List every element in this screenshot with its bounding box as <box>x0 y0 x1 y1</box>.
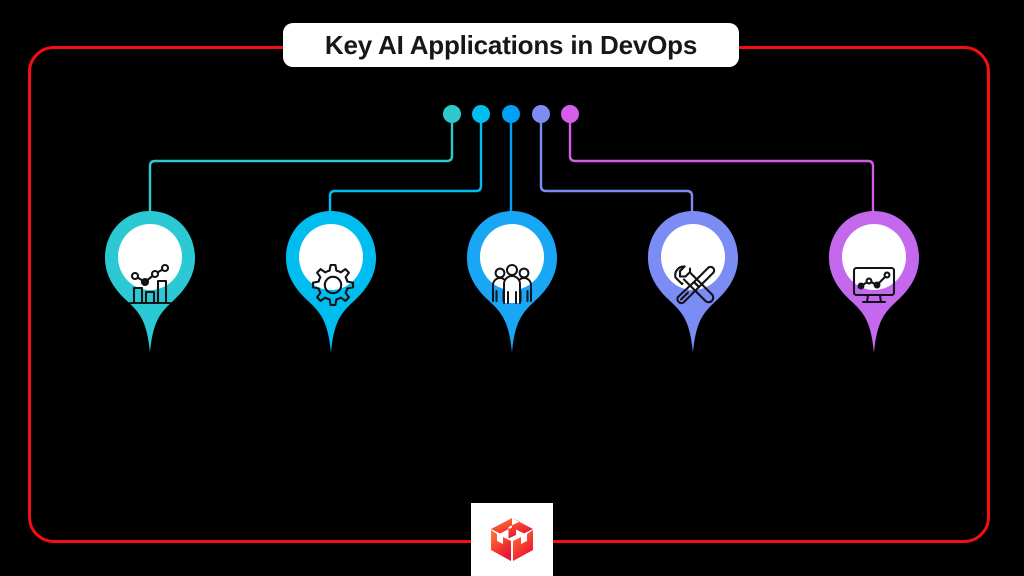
map-pin-node-3[interactable] <box>462 208 562 353</box>
title-banner: Key AI Applications in DevOps <box>283 23 739 67</box>
monitor-analytics-icon <box>848 259 900 311</box>
logo-plate <box>471 503 553 576</box>
gear-icon <box>305 259 357 311</box>
bar-chart-trend-icon <box>124 259 176 311</box>
map-pin-node-1[interactable] <box>100 208 200 353</box>
map-pin-node-2[interactable] <box>281 208 381 353</box>
map-pin-node-4[interactable] <box>643 208 743 353</box>
people-group-icon <box>486 259 538 311</box>
page-title: Key AI Applications in DevOps <box>324 29 698 60</box>
map-pin-node-5[interactable] <box>824 208 924 353</box>
wrench-screwdriver-icon <box>667 259 719 311</box>
isometric-cube-logo[interactable] <box>487 515 537 565</box>
